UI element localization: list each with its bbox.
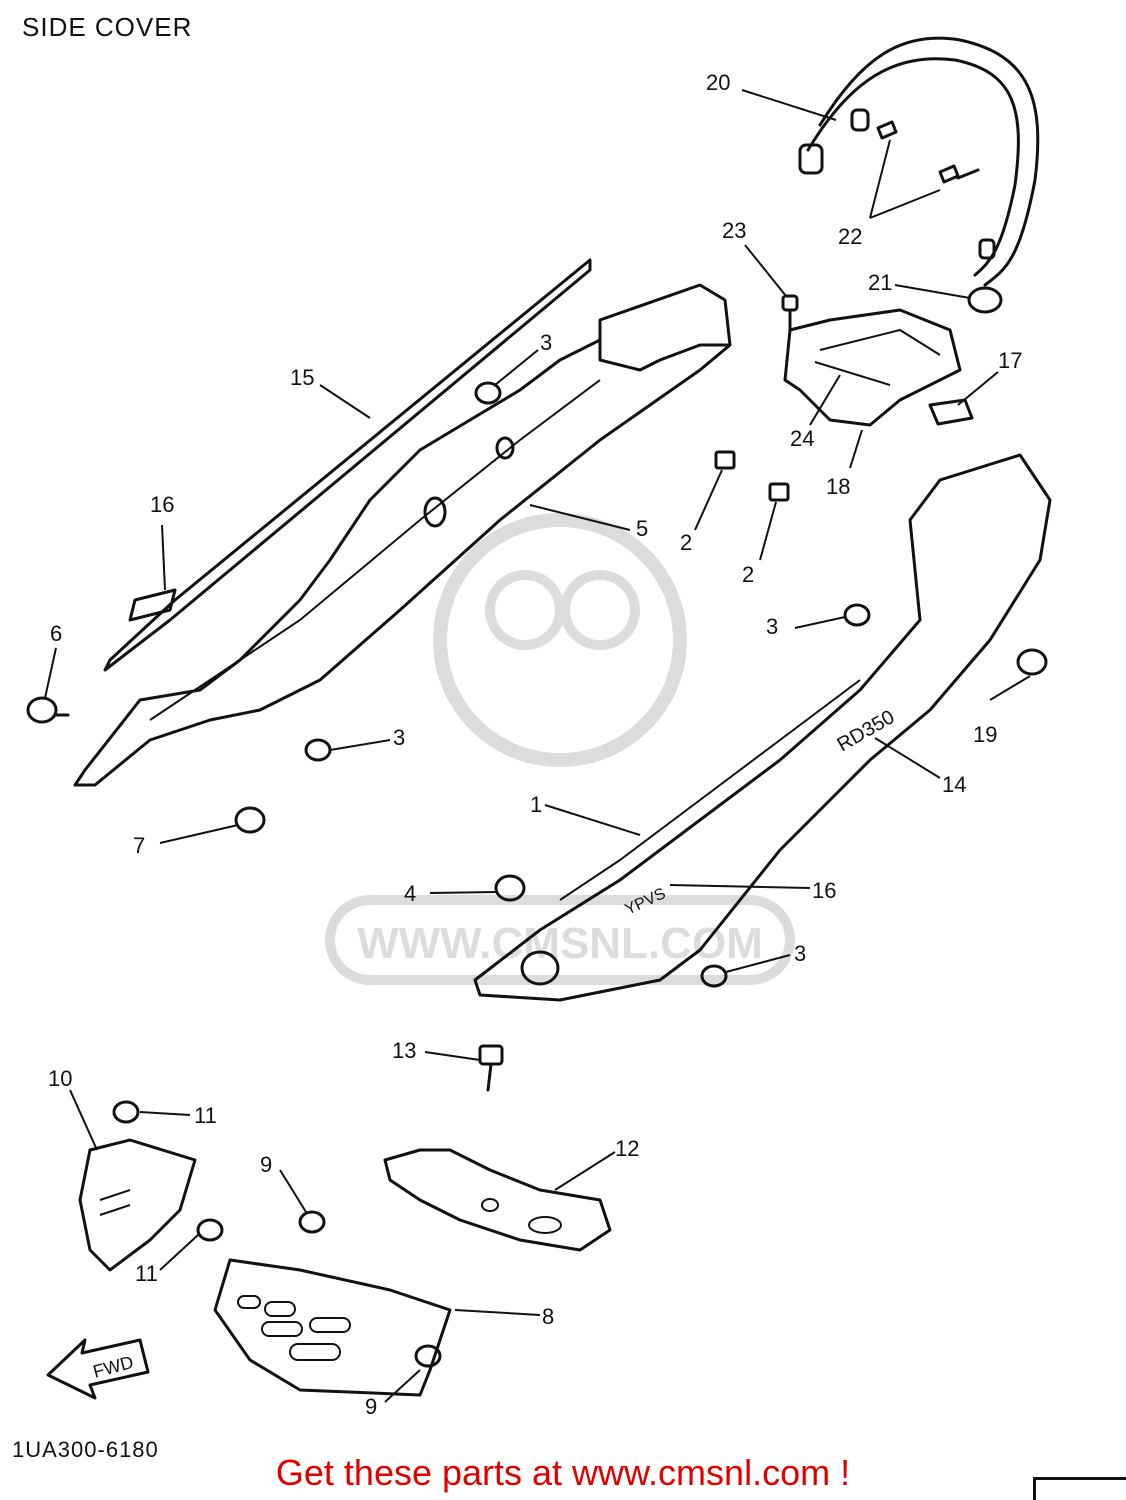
callout: 15 xyxy=(290,365,314,390)
callout: 18 xyxy=(826,474,850,499)
callout: 16 xyxy=(150,492,174,517)
grommet-11a xyxy=(112,1100,140,1124)
model-stamp: RD350 xyxy=(834,706,899,756)
callout: 17 xyxy=(998,348,1022,373)
screw-23 xyxy=(781,294,799,332)
watermark-text: WWW.CMSNL.COM xyxy=(357,919,763,968)
bracket-12 xyxy=(383,1148,612,1252)
callout: 2 xyxy=(742,562,754,587)
collar-7 xyxy=(234,806,266,834)
promo-banner: Get these parts at www.cmsnl.com ! xyxy=(0,1452,1126,1494)
callout: 3 xyxy=(393,725,405,750)
grommet-3b xyxy=(304,738,332,762)
bolt-22 xyxy=(876,120,980,184)
callout: 6 xyxy=(50,621,62,646)
callout: 5 xyxy=(636,516,648,541)
callout: 11 xyxy=(194,1103,217,1128)
callout: 14 xyxy=(942,772,966,797)
callout: 1 xyxy=(530,792,542,817)
callout: 12 xyxy=(615,1136,639,1161)
corner-frame xyxy=(1033,1477,1126,1500)
callout: 3 xyxy=(766,614,778,639)
promo-prefix: Get these parts at xyxy=(275,1452,573,1493)
tail-cover-box xyxy=(783,308,962,427)
collar-19 xyxy=(1016,648,1048,676)
bolt-13 xyxy=(478,1044,504,1092)
forward-arrow-icon: FWD xyxy=(46,1338,150,1400)
callout: 7 xyxy=(133,833,145,858)
lower-cover-8 xyxy=(213,1258,452,1397)
trim-strip-15 xyxy=(103,258,592,672)
callout: 3 xyxy=(794,941,806,966)
grommet-9b xyxy=(414,1344,442,1368)
callout: 16 xyxy=(812,878,836,903)
grommet-3a xyxy=(474,381,502,405)
callout: 9 xyxy=(260,1152,272,1177)
collar-4 xyxy=(494,874,526,902)
callout: 8 xyxy=(542,1304,554,1329)
callout: 9 xyxy=(365,1394,377,1419)
small-cover-10 xyxy=(78,1138,197,1272)
cmsnl-link[interactable]: www.cmsnl.com xyxy=(572,1452,831,1493)
grommet-9a xyxy=(298,1210,326,1234)
promo-suffix: ! xyxy=(830,1452,851,1493)
drawing-code: 1UA300-6180 xyxy=(12,1437,159,1462)
leader-lines xyxy=(44,89,1031,1403)
reflector-17 xyxy=(928,398,974,426)
callout: 24 xyxy=(790,426,814,451)
cmsnl-watermark-logo: WWW.CMSNL.COM xyxy=(325,513,795,985)
page-title: SIDE COVER xyxy=(22,12,193,42)
callout: 11 xyxy=(135,1261,158,1286)
callout: 13 xyxy=(392,1038,416,1063)
grab-bar xyxy=(798,36,1040,287)
bolt-6 xyxy=(26,696,70,724)
clip-2a xyxy=(714,450,736,470)
grommet-3c xyxy=(843,603,871,627)
callout: 22 xyxy=(838,224,862,249)
callout: 10 xyxy=(48,1066,72,1091)
left-side-cover xyxy=(73,283,732,787)
clip-2b xyxy=(768,482,790,502)
emblem-stamp: YPVS xyxy=(623,885,669,918)
callout: 23 xyxy=(722,218,746,243)
grommet-11b xyxy=(196,1218,224,1242)
callout-numbers: 20 22 23 21 17 3 15 16 2 5 24 18 2 6 3 3… xyxy=(48,70,1022,1419)
callout: 21 xyxy=(868,270,892,295)
callout: 20 xyxy=(706,70,730,95)
callout: 19 xyxy=(973,722,997,747)
cap-21 xyxy=(967,286,1003,314)
callout: 2 xyxy=(680,530,692,555)
grommet-3d xyxy=(700,964,728,988)
callout: 3 xyxy=(540,330,552,355)
callout: 4 xyxy=(404,881,416,906)
